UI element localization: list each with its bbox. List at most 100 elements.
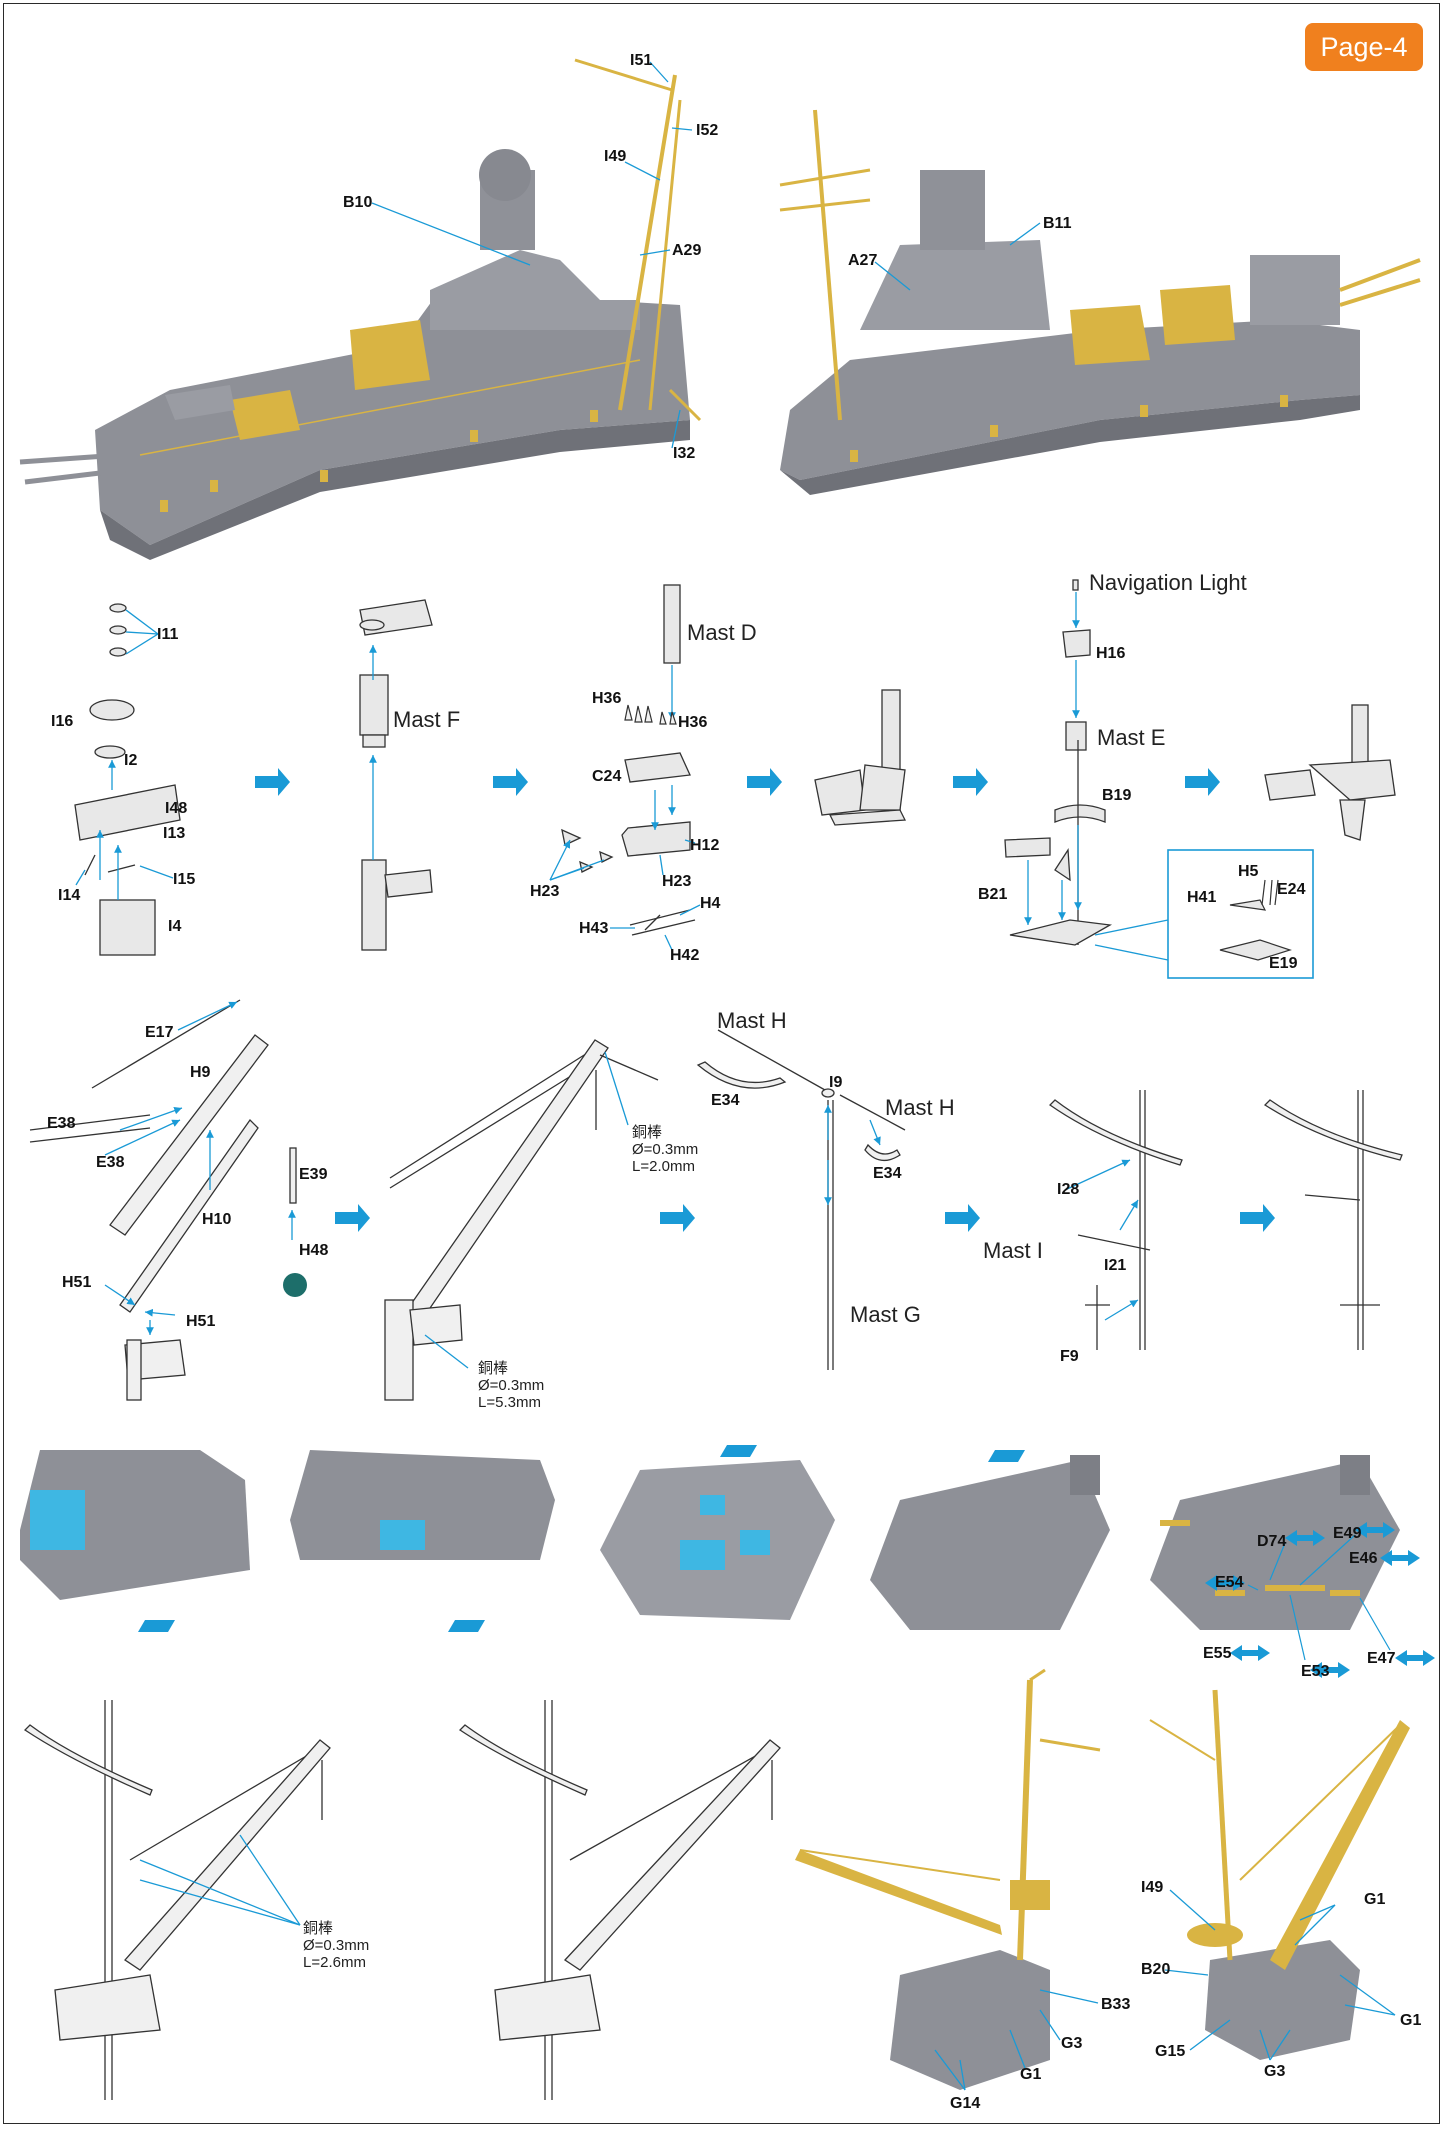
label-I32: I32: [673, 445, 696, 462]
label-I51: I51: [630, 52, 653, 69]
label-mast-i: Mast I: [983, 1238, 1043, 1263]
step2-mast-f: [359, 599, 433, 951]
label-B11: B11: [1043, 215, 1072, 232]
rod-2-length: L=5.3mm: [478, 1394, 541, 1411]
rod-1-diameter: Ø=0.3mm: [632, 1141, 699, 1158]
detail-inset-box: [1167, 849, 1314, 979]
final-assembly-3: [795, 1668, 1101, 2090]
brass-rod-note-3: 銅棒 Ø=0.3mm L=2.6mm: [303, 1920, 369, 1971]
label-E38-top: E38: [47, 1115, 76, 1132]
label-E24: E24: [1277, 881, 1306, 898]
label-I13: I13: [163, 825, 186, 842]
step3-leaders: [549, 665, 701, 951]
label-G15: G15: [1155, 2043, 1186, 2060]
label-H51-right: H51: [186, 1313, 216, 1330]
label-E49: E49: [1333, 1525, 1362, 1542]
label-mast-d: Mast D: [687, 620, 757, 645]
label-B33: B33: [1101, 1996, 1131, 2013]
label-H10: H10: [202, 1211, 232, 1228]
label-E38-bottom: E38: [96, 1154, 125, 1171]
step6-assembly: [1264, 704, 1396, 841]
label-I9: I9: [829, 1074, 843, 1091]
rod-1-length: L=2.0mm: [632, 1158, 695, 1175]
rod-3-name: 銅棒: [303, 1920, 334, 1937]
step5-mast-e: [1004, 579, 1113, 946]
label-I11: I11: [157, 626, 179, 643]
label-mast-f: Mast F: [393, 707, 461, 732]
step1-parts: [74, 603, 181, 956]
crane-leaders: [104, 1001, 296, 1335]
mast-h-leaders: [824, 1105, 881, 1205]
crane-assembled-leaders: [424, 1051, 629, 1369]
rod-3-length: L=2.6mm: [303, 1954, 366, 1971]
label-H23-right: H23: [662, 873, 692, 890]
page-border: [3, 3, 1440, 2124]
label-E53: E53: [1301, 1663, 1330, 1680]
label-E19: E19: [1269, 955, 1298, 972]
label-I48: I48: [165, 800, 188, 817]
top-leaders: [371, 61, 1041, 449]
mast-i: [1048, 1090, 1183, 1350]
rod-3-diameter: Ø=0.3mm: [303, 1937, 370, 1954]
label-B21: B21: [978, 886, 1008, 903]
label-I52: I52: [696, 122, 719, 139]
label-A27: A27: [848, 252, 878, 269]
label-H5: H5: [1238, 863, 1259, 880]
label-I15: I15: [173, 871, 196, 888]
label-mast-e: Mast E: [1097, 725, 1166, 750]
label-B20: B20: [1141, 1961, 1171, 1978]
mast-h-g: [696, 1029, 906, 1370]
label-I4: I4: [168, 918, 182, 935]
h36-parts: [624, 704, 677, 725]
label-H48: H48: [299, 1242, 329, 1259]
inset-parts: [1219, 879, 1292, 961]
label-I49: I49: [604, 148, 627, 165]
label-C24: C24: [592, 768, 622, 785]
label-mast-h-right: Mast H: [885, 1095, 955, 1120]
label-H41: H41: [1187, 889, 1217, 906]
label-H42: H42: [670, 947, 700, 964]
label-E17: E17: [145, 1024, 174, 1041]
label-B19: B19: [1102, 787, 1132, 804]
step1-leaders: [75, 609, 174, 900]
label-G1-left: G1: [1020, 2066, 1042, 2083]
label-H23-left: H23: [530, 883, 560, 900]
label-F9: F9: [1060, 1348, 1079, 1365]
label-E54: E54: [1215, 1574, 1244, 1591]
ship-render-left: [19, 58, 702, 560]
label-E47: E47: [1367, 1650, 1396, 1667]
label-H9: H9: [190, 1064, 211, 1081]
final-assembly-4: [1149, 1689, 1410, 2060]
label-H36-left: H36: [592, 690, 622, 707]
brass-rod-note-1: 銅棒 Ø=0.3mm L=2.0mm: [632, 1124, 698, 1175]
final-1-leaders: [139, 1834, 301, 1926]
final-4-leaders: [1164, 1889, 1396, 2061]
label-H16: H16: [1096, 645, 1126, 662]
label-E34-right: E34: [873, 1165, 902, 1182]
step4-assembly: [814, 689, 907, 826]
label-D74: D74: [1257, 1533, 1287, 1550]
deck-direction-arrows: [1205, 1522, 1435, 1678]
label-A29: A29: [672, 242, 702, 259]
label-G3-left: G3: [1061, 2035, 1083, 2052]
label-E39: E39: [299, 1166, 328, 1183]
mast-i-leaders: [1064, 1159, 1139, 1321]
rod-1-name: 銅棒: [632, 1124, 663, 1141]
label-I16: I16: [51, 713, 74, 730]
label-H36-right: H36: [678, 714, 708, 731]
rod-2-name: 銅棒: [478, 1360, 509, 1377]
label-G1-right-top: G1: [1364, 1891, 1386, 1908]
label-H51-left: H51: [62, 1274, 92, 1291]
label-I28: I28: [1057, 1181, 1080, 1198]
label-I21: I21: [1104, 1257, 1127, 1274]
label-mast-g: Mast G: [850, 1302, 921, 1327]
label-G1-right-bottom: G1: [1400, 2012, 1422, 2029]
label-G14: G14: [950, 2095, 981, 2112]
brass-rod-note-2: 銅棒 Ø=0.3mm L=5.3mm: [478, 1360, 544, 1411]
paint-guide-icon: [283, 1273, 307, 1297]
ship-render-right: [779, 109, 1421, 495]
deck-leaders: [1247, 1534, 1391, 1661]
label-E34-left: E34: [711, 1092, 740, 1109]
